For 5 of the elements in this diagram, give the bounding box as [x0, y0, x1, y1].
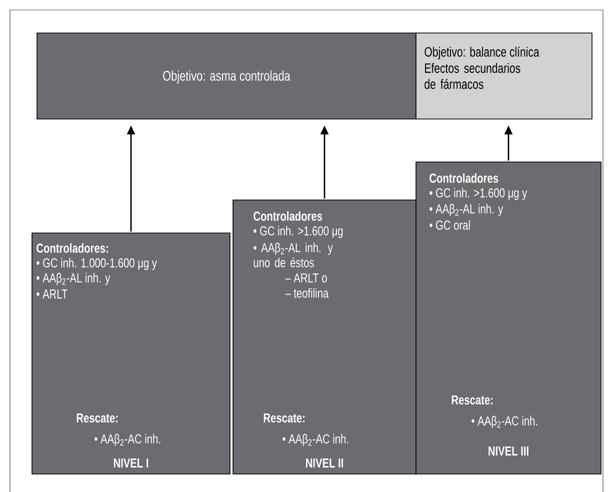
level-box: Controladores: • GC inh. 1.000-1.600 μg y • AAβ$_{2}$-AL inh. y • ARLT Rescate: • AAβ$_{2}$-AC inh. NIVEL I: [32, 232, 230, 474]
level-box: Controladores • GC inh. >1.600 μg • AAβ$_{2}$-AL inh. y uno de éstos – ARLT o – teofilina Rescate: • AAβ$_{2}$-AC inh. NIVEL II: [232, 200, 416, 474]
level-box: Controladores • GC inh. >1.600 μg y • AAβ$_{2}$-AL inh. y • GC oral Rescate: • AAβ$_{2}$-AC inh. NIVEL III: [416, 162, 602, 474]
goal-box: Objetivo: asma controlada: [36, 32, 416, 120]
goal-box: Objetivo: balance clínica Efectos secundarios de fármacos: [416, 32, 592, 120]
